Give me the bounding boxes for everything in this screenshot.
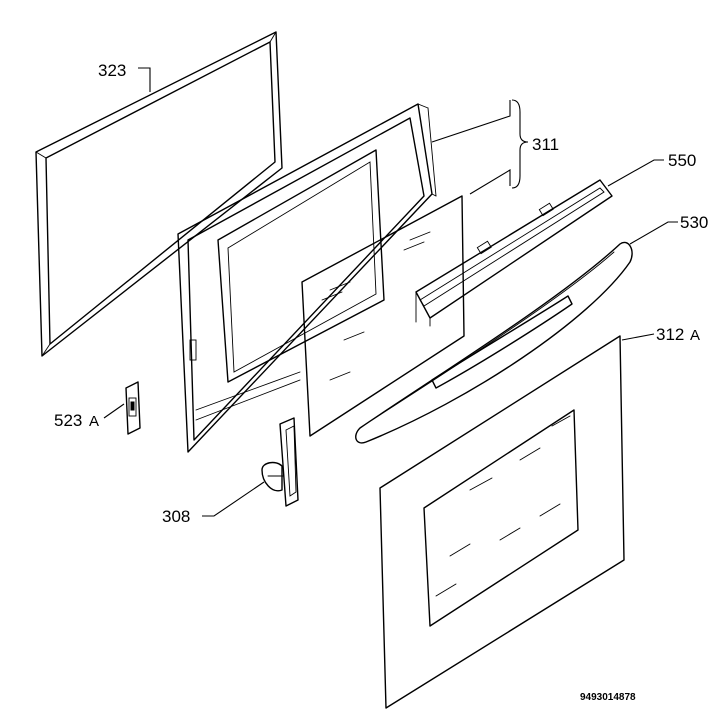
leader-311-upper: [431, 100, 511, 143]
bracket-311: [511, 99, 529, 189]
leader-308: [202, 481, 265, 517]
label-311: 311: [532, 135, 559, 154]
leader-523a: [103, 403, 125, 419]
leader-323: [138, 67, 151, 92]
leader-312a: [621, 333, 655, 341]
part-550-trim-strip: [415, 179, 613, 327]
label-550: 550: [668, 151, 696, 170]
leader-550: [607, 159, 664, 187]
label-308: 308: [162, 507, 190, 526]
label-323: 323: [98, 61, 126, 80]
part-523a-bracket: [125, 381, 141, 435]
leader-530: [629, 221, 678, 245]
part-323-gasket: [35, 31, 283, 357]
part-312a-outer-panel: [379, 335, 625, 709]
label-530: 530: [680, 213, 708, 232]
label-523a-suffix: A: [89, 413, 99, 430]
label-523a: 523: [54, 411, 82, 430]
label-312a: 312: [656, 325, 684, 344]
part-311-inner-frame: [177, 103, 437, 453]
leader-311-lower: [469, 169, 511, 195]
label-312a-suffix: A: [690, 327, 700, 344]
part-308-hinge: [261, 417, 299, 507]
part-530-handle: [355, 241, 633, 444]
drawing-reference-number: 9493014878: [580, 692, 636, 703]
leader-lines: [103, 67, 678, 517]
glass-pane: [301, 195, 465, 437]
